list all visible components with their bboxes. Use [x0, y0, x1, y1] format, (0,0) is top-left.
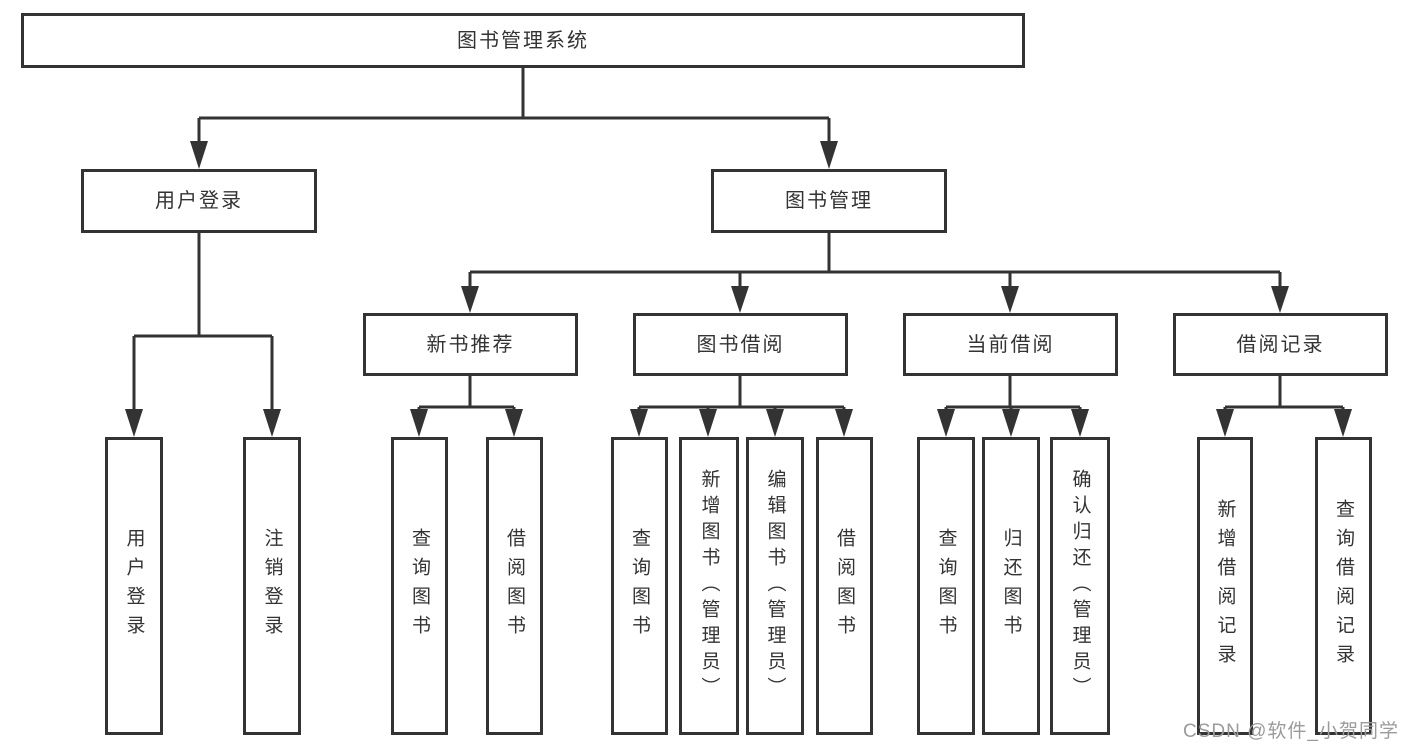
leaf-add-books-admin: 新增图书（管理员） — [679, 437, 739, 735]
leaf-confirm-return-admin: 确认归还（管理员） — [1050, 437, 1110, 735]
leaf-edit-books-admin: 编辑图书（管理员） — [746, 437, 804, 735]
leaf-borrow-books: 借阅图书 — [816, 437, 873, 735]
arrowhead — [505, 409, 523, 437]
arrowhead — [410, 409, 428, 437]
arrowhead — [1216, 409, 1234, 437]
connector-current-to-leaves — [944, 376, 1082, 411]
leaf-query-books-borrow: 查询图书 — [611, 437, 668, 735]
leaf-query-books-recommend: 查询图书 — [391, 437, 448, 735]
node-new-book-recommend: 新书推荐 — [363, 313, 578, 376]
node-root-library-system: 图书管理系统 — [21, 13, 1025, 68]
arrowhead — [1002, 409, 1020, 437]
arrowhead — [190, 141, 208, 169]
watermark: CSDN @软件_小贺同学 — [1183, 721, 1399, 742]
arrowhead — [630, 409, 648, 437]
connector-bookmgmt-to-level3 — [468, 233, 1282, 288]
leaf-user-login: 用户登录 — [105, 437, 163, 735]
node-user-login: 用户登录 — [81, 169, 317, 233]
node-book-borrow: 图书借阅 — [633, 313, 848, 376]
node-book-management: 图书管理 — [711, 169, 947, 233]
connector-root-to-level2 — [197, 68, 831, 143]
arrowhead — [1271, 286, 1289, 313]
arrowhead — [1001, 286, 1019, 313]
leaf-return-books: 归还图书 — [982, 437, 1040, 735]
arrowhead — [125, 409, 143, 437]
node-borrow-records: 借阅记录 — [1173, 313, 1388, 376]
connector-newbook-to-leaves — [417, 376, 516, 411]
leaf-logout: 注销登录 — [243, 437, 301, 735]
arrowhead — [835, 409, 853, 437]
arrowhead — [937, 409, 955, 437]
arrowhead — [820, 141, 838, 169]
node-current-borrow: 当前借阅 — [903, 313, 1118, 376]
arrowhead — [699, 409, 717, 437]
leaf-query-borrow-record: 查询借阅记录 — [1315, 437, 1372, 735]
arrowhead — [766, 409, 784, 437]
arrowhead — [1071, 409, 1089, 437]
arrowhead — [263, 409, 281, 437]
arrowhead — [461, 286, 479, 313]
leaf-borrow-books-recommend: 借阅图书 — [486, 437, 543, 735]
leaf-query-books-current: 查询图书 — [917, 437, 975, 735]
connector-borrow-to-leaves — [637, 376, 846, 411]
connector-userlogin-to-leaves — [132, 233, 274, 411]
connector-records-to-leaves — [1223, 376, 1345, 411]
arrowhead — [731, 286, 749, 313]
arrowhead — [1334, 409, 1352, 437]
leaf-add-borrow-record: 新增借阅记录 — [1197, 437, 1253, 735]
